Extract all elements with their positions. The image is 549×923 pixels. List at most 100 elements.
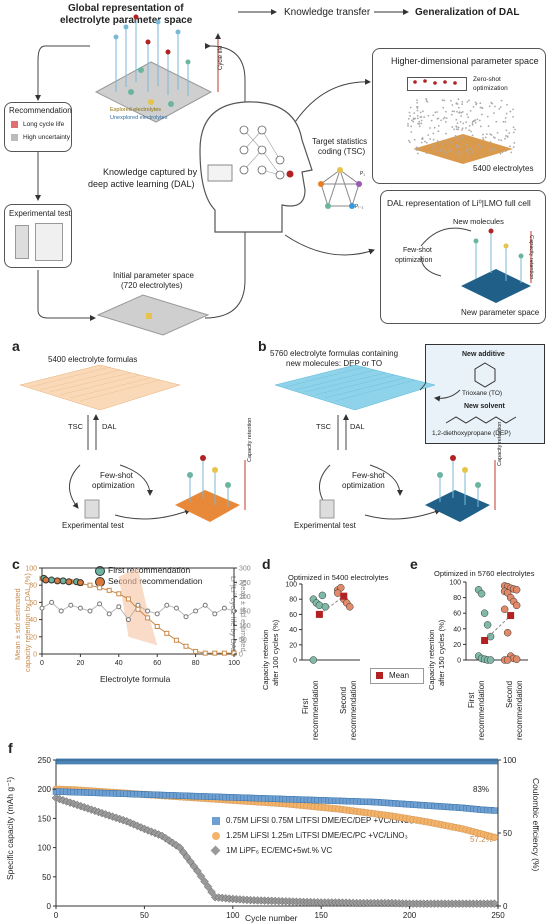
panel-d-mean-line bbox=[319, 595, 345, 615]
panel-e-mean-marker bbox=[481, 637, 489, 644]
panel-d-ytick-label: 80 bbox=[289, 597, 297, 604]
legend-first-marker bbox=[95, 566, 105, 576]
panel-c-capacity-point bbox=[106, 587, 112, 593]
panel-c-ytick-label: 100 bbox=[25, 566, 37, 573]
knowledge-captured-1: Knowledge captured by bbox=[103, 167, 198, 177]
panel-d-ytick-label: 20 bbox=[289, 642, 297, 649]
panel-f-series-1-point bbox=[490, 833, 499, 841]
top-arrows bbox=[35, 9, 409, 336]
panel-d-letter: d bbox=[262, 556, 271, 572]
panel-f-series-2-point bbox=[179, 848, 188, 857]
legend-f-2: 1.25M LiFSI 1.25m LiTFSI DME/EC/PC +VC/L… bbox=[226, 831, 408, 840]
panel-c-cycle-life-point bbox=[106, 611, 112, 617]
tsc-title-2: coding (TSC) bbox=[318, 147, 366, 156]
panel-d-point bbox=[309, 656, 318, 664]
panel-c-ytick-label: 0 bbox=[33, 652, 37, 659]
panel-d-ytick-label: 0 bbox=[293, 658, 297, 665]
panel-c-cycle-life-point bbox=[116, 604, 122, 610]
mean-legend-box: Mean bbox=[370, 668, 424, 684]
new-additive-label: New additive bbox=[462, 351, 505, 358]
panel-c-capacity-point bbox=[183, 643, 189, 649]
molecule-structures-icon bbox=[445, 362, 517, 424]
pi1-label: Pᵢ₋₁ bbox=[355, 204, 364, 210]
panel-e-ytick-label: 0 bbox=[457, 658, 461, 665]
panel-f-series-2-point bbox=[207, 887, 216, 897]
panel-d-point bbox=[346, 603, 354, 611]
experimental-test-box: Experimental test bbox=[4, 204, 72, 268]
panel-c-capacity-point bbox=[145, 615, 151, 621]
panel-f-series-2-point bbox=[196, 871, 206, 881]
mean-legend-marker bbox=[376, 672, 383, 679]
panel-c-legend-second: Second recommendation bbox=[108, 576, 203, 586]
panel-a-dal: DAL bbox=[102, 422, 117, 431]
panel-e-point bbox=[512, 601, 521, 610]
panel-a-few-shot-2: optimization bbox=[92, 481, 135, 490]
panel-b-dal: DAL bbox=[350, 422, 365, 431]
panel-b-tsc: TSC bbox=[316, 422, 331, 431]
new-molecules-box: New additive Trioxane (TO) New solvent 1… bbox=[425, 344, 545, 444]
panel-c-capacity-point bbox=[125, 596, 131, 602]
panel-e-ytick-label: 40 bbox=[453, 626, 461, 633]
panel-f-xtick-label: 50 bbox=[140, 911, 149, 920]
panel-c-capacity-point bbox=[164, 630, 170, 636]
panel-f-y2tick-label: 50 bbox=[503, 829, 512, 838]
panel-c-cycle-life-point bbox=[193, 608, 199, 614]
panel-f-xtick-label: 150 bbox=[315, 911, 329, 920]
panel-c-cycle-life-point bbox=[39, 605, 45, 611]
panel-e-ytick-label: 60 bbox=[453, 611, 461, 618]
panel-c-ytick-label: 80 bbox=[29, 583, 37, 590]
legend-f-3: 1M LiPF₆ EC/EMC+5wt.% VC bbox=[226, 846, 333, 855]
panel-e-letter: e bbox=[410, 556, 418, 572]
panel-f-ytick-label: 0 bbox=[47, 902, 52, 911]
panel-e-point bbox=[477, 589, 486, 598]
dal-rep-title: DAL representation of Li⁰|LMO full cell bbox=[387, 198, 531, 208]
panel-c-legend-first: First recommendation bbox=[108, 565, 191, 575]
panel-c-y2tick-label: 50 bbox=[239, 637, 247, 644]
panel-f-ce-band bbox=[56, 758, 498, 765]
panel-d-mean-marker bbox=[315, 610, 323, 618]
panel-c-xtick-label: 80 bbox=[192, 660, 200, 667]
panel-f-ytick-label: 200 bbox=[38, 785, 52, 794]
panel-d-ytick-label: 100 bbox=[285, 582, 297, 589]
panel-c-y2tick-label: 300 bbox=[239, 566, 251, 573]
panel-c-capacity-point bbox=[193, 648, 199, 654]
electrolytes-5400-label: 5400 electrolytes bbox=[473, 164, 534, 173]
panel-d-point bbox=[318, 591, 327, 600]
panel-a-letter: a bbox=[12, 338, 20, 354]
global-rep-title-1: Global representation of bbox=[68, 3, 184, 14]
zero-shot-selection-icon bbox=[407, 77, 467, 91]
panel-b-formulas-1: 5760 electrolyte formulas containing bbox=[270, 349, 399, 358]
initial-space-1: Initial parameter space bbox=[113, 271, 194, 280]
panel-c-cycle-life-point bbox=[145, 608, 151, 614]
zero-shot-label-1: Zero-shot bbox=[473, 76, 501, 83]
panel-f-series-0-point bbox=[491, 807, 498, 814]
panel-c-capacity-point bbox=[116, 591, 122, 597]
panel-c-capacity-point bbox=[221, 650, 227, 656]
new-param-space-label: New parameter space bbox=[461, 308, 540, 317]
panel-c-capacity-point bbox=[154, 623, 160, 629]
panel-f-series-2-point bbox=[193, 866, 202, 876]
panel-c-xtick-label: 0 bbox=[40, 660, 44, 667]
panel-c-cycle-life-point bbox=[135, 602, 141, 608]
dal-representation-box: DAL representation of Li⁰|LMO full cell … bbox=[380, 190, 546, 324]
panel-c-cycle-life-point bbox=[164, 602, 170, 608]
panel-f-series-2-point bbox=[189, 862, 199, 871]
panel-c-cycle-life-point bbox=[212, 611, 218, 617]
panel-c-y2tick-label: 200 bbox=[239, 594, 251, 601]
panel-a-few-shot-1: Few-shot bbox=[100, 471, 133, 480]
legend-f-1-marker bbox=[212, 817, 220, 825]
panel-c-cycle-life-point bbox=[202, 602, 208, 608]
panel-e-point bbox=[512, 586, 521, 594]
panel-d-point bbox=[321, 603, 330, 611]
new-solvent-label: New solvent bbox=[464, 403, 505, 410]
panel-f-xtick-label: 250 bbox=[491, 911, 505, 920]
panel-c-ytick-label: 40 bbox=[29, 617, 37, 624]
panel-e-ytick-label: 20 bbox=[453, 642, 461, 649]
panel-c-cycle-life-point bbox=[125, 617, 131, 623]
panel-b-formulas-2: new molecules: DEP or TO bbox=[286, 359, 383, 368]
panel-e-mean-marker bbox=[507, 612, 515, 620]
panel-b-few-shot-1: Few-shot bbox=[352, 471, 385, 480]
panel-e-point bbox=[480, 609, 489, 617]
new-space-grid-icon bbox=[420, 227, 532, 303]
high-uncertainty-icon bbox=[11, 134, 18, 141]
